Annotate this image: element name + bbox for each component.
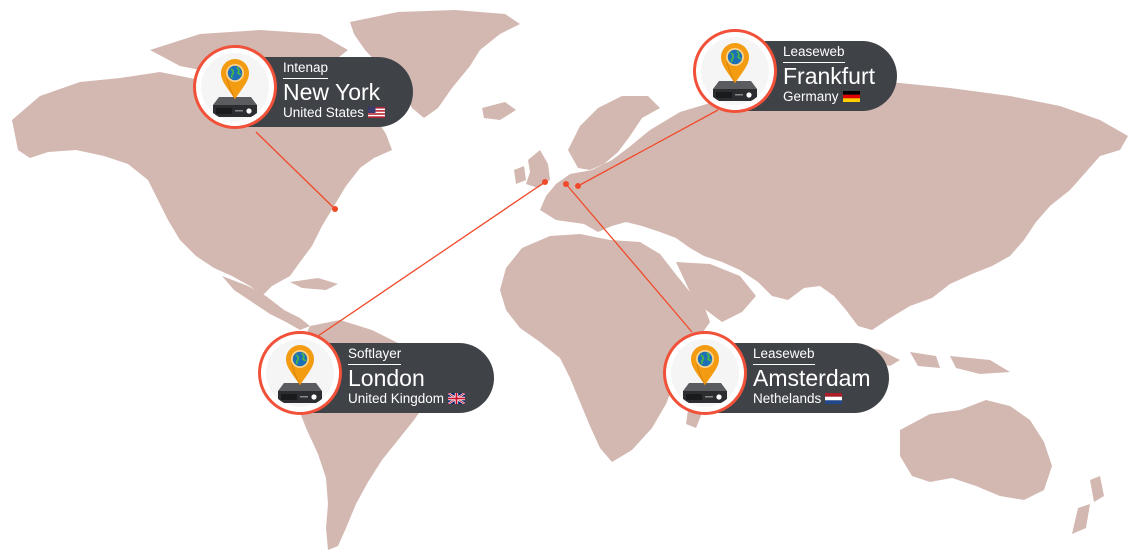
us-flag-icon	[368, 107, 386, 118]
landmass-new-zealand	[1072, 476, 1104, 534]
city-name: Amsterdam	[753, 365, 871, 391]
city-name: Frankfurt	[783, 63, 876, 89]
datacenter-card-new-york[interactable]: Intenap New York United States	[193, 45, 453, 135]
landmass-iceland	[482, 102, 516, 120]
provider-name: Softlayer	[348, 346, 402, 365]
location-dot-frankfurt	[575, 183, 581, 189]
provider-name: Leaseweb	[753, 346, 815, 365]
landmass-central-america	[222, 276, 310, 330]
landmass-japan	[1004, 196, 1030, 252]
country-name: United States	[283, 105, 386, 121]
server-pin-icon	[682, 344, 728, 404]
connector-frankfurt	[577, 109, 719, 187]
server-pin-icon	[277, 344, 323, 404]
city-name: New York	[283, 79, 381, 105]
nl-flag-icon	[825, 393, 843, 404]
landmass-australia	[900, 400, 1052, 500]
datacenter-card-london[interactable]: Softlayer London United Kingdom	[258, 331, 518, 421]
datacenter-badge	[258, 331, 342, 415]
de-flag-icon	[842, 91, 860, 102]
landmass-indonesia	[852, 344, 1010, 374]
country-name: Nethelands	[753, 391, 843, 407]
server-pin-icon	[712, 42, 758, 102]
landmass-north-america	[12, 72, 392, 296]
landmass-ireland	[514, 166, 526, 184]
datacenter-card-frankfurt[interactable]: Leaseweb Frankfurt Germany	[693, 29, 953, 119]
landmass-eurasia	[540, 82, 1128, 330]
connector-new-york	[255, 131, 336, 210]
landmass-arabia	[676, 262, 756, 322]
provider-name: Intenap	[283, 60, 329, 79]
datacenter-card-amsterdam[interactable]: Leaseweb Amsterdam Nethelands	[663, 331, 923, 421]
city-name: London	[348, 365, 425, 391]
server-pin-icon	[212, 58, 258, 118]
datacenter-badge	[693, 29, 777, 113]
country-name: United Kingdom	[348, 391, 466, 407]
landmass-scandinavia	[568, 96, 660, 170]
location-dot-london	[542, 179, 548, 185]
datacenter-badge	[193, 45, 277, 129]
provider-name: Leaseweb	[783, 44, 845, 63]
landmass-caribbean	[290, 278, 338, 290]
datacenter-badge	[663, 331, 747, 415]
connector-amsterdam	[565, 183, 693, 333]
landmass-greenland	[350, 10, 520, 118]
landmass-uk	[526, 150, 550, 188]
gb-flag-icon	[448, 393, 466, 404]
country-name: Germany	[783, 89, 860, 105]
connector-london	[311, 181, 546, 341]
location-dot-new-york	[332, 206, 338, 212]
location-dot-amsterdam	[563, 181, 569, 187]
